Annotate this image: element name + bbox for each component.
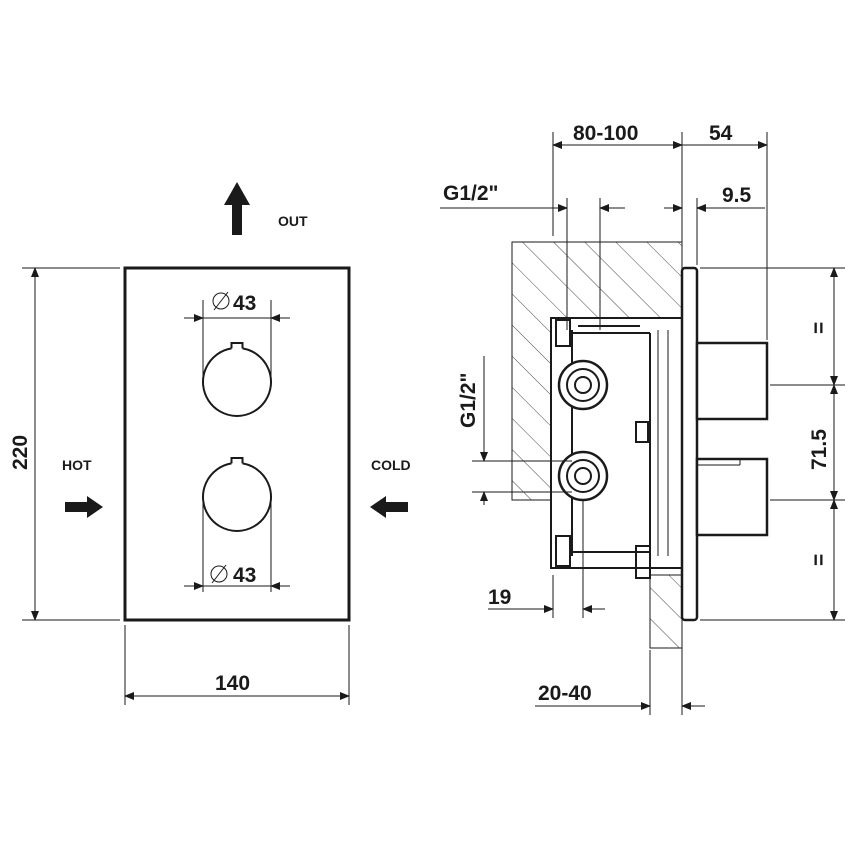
top-depth-dimensions: 80-100 54 xyxy=(552,122,768,340)
handle-spacing-dim-label: 71.5 xyxy=(808,429,831,470)
tile-depth-dim-label: 20-40 xyxy=(538,682,592,705)
tile-section xyxy=(649,574,683,649)
plate-offset-dim-label: 9.5 xyxy=(722,184,752,207)
wall-depth-dim-label: 80-100 xyxy=(573,122,638,145)
tile-depth-dimension: 20-40 xyxy=(535,625,705,715)
thread-top-label: G1/2" xyxy=(443,182,498,205)
knob-bottom-dim-label: 43 xyxy=(233,564,256,587)
width-dim-label: 140 xyxy=(215,672,250,695)
right-vertical-dimensions: = 71.5 = xyxy=(700,267,845,621)
hot-label: HOT xyxy=(62,457,92,473)
bottom-knob xyxy=(202,457,272,532)
equal-top-label: = xyxy=(808,322,831,334)
hot-arrow-icon xyxy=(65,496,103,518)
knob-top-dimension: 43 xyxy=(184,291,290,382)
cold-label: COLD xyxy=(371,457,411,473)
cover-plate-side xyxy=(680,266,699,622)
top-inlet-fitting xyxy=(557,359,609,411)
front-view: OUT 43 xyxy=(9,182,411,705)
thread-top-dimension: G1/2" xyxy=(440,182,625,330)
out-arrow-icon xyxy=(224,182,250,235)
equal-bottom-label: = xyxy=(808,554,831,566)
knob-bottom-dimension: 43 xyxy=(184,497,290,592)
out-label: OUT xyxy=(278,213,308,229)
height-dim-label: 220 xyxy=(9,435,32,470)
thread-side-dimension: G1/2" xyxy=(457,356,572,505)
inlet-offset-dimension: 19 xyxy=(488,500,605,618)
cover-plate xyxy=(123,266,351,622)
bottom-inlet-fitting xyxy=(557,450,609,502)
thread-side-label: G1/2" xyxy=(457,373,480,428)
knob-top-dim-label: 43 xyxy=(233,292,256,315)
projection-dim-label: 54 xyxy=(709,122,733,145)
plate-offset-dimension: 9.5 xyxy=(664,184,765,265)
inlet-offset-dim-label: 19 xyxy=(488,586,511,609)
top-knob xyxy=(202,342,272,417)
valve-body xyxy=(550,317,683,579)
bottom-handle xyxy=(695,457,769,537)
side-view: 80-100 54 G1/2" 9.5 G1/2" xyxy=(440,122,845,715)
cold-arrow-icon xyxy=(370,496,408,518)
width-dimension: 140 xyxy=(124,625,350,705)
height-dimension: 220 xyxy=(9,267,120,621)
top-handle xyxy=(695,341,769,421)
